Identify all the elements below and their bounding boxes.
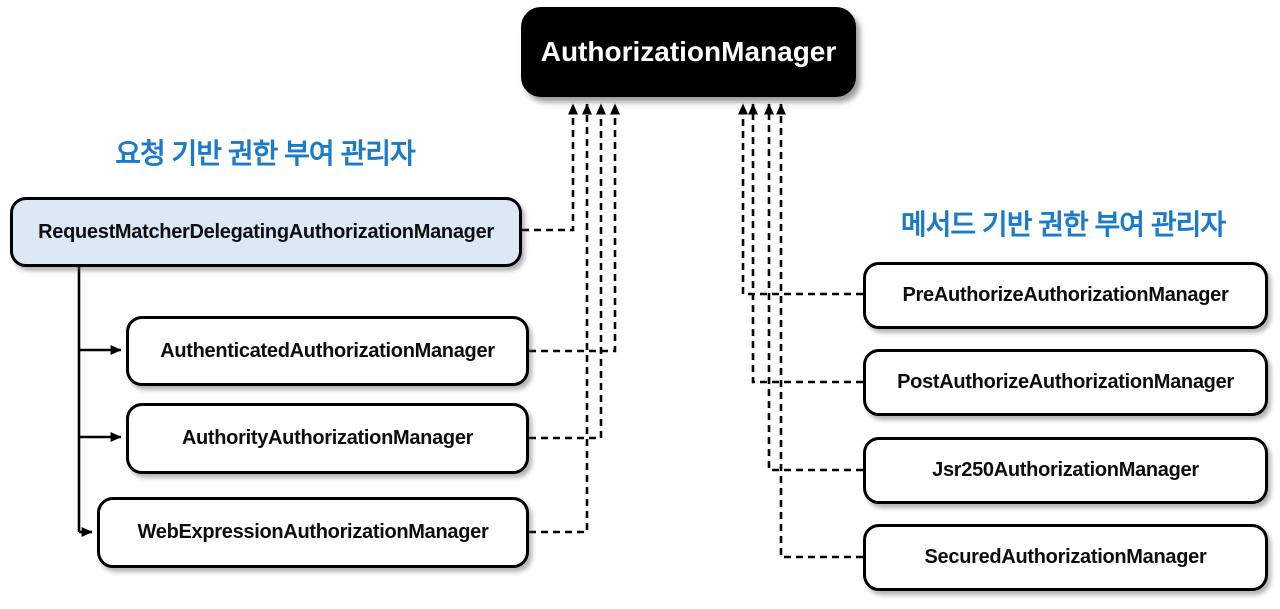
node-authorization-manager: AuthorizationManager (521, 7, 856, 97)
request-group-heading: 요청 기반 권한 부여 관리자 (115, 138, 415, 169)
dashed-link-jsr250-to-root (764, 103, 863, 472)
dashed-link-authority-to-root (529, 103, 606, 440)
node-pre-authorize-authorization-manager: PreAuthorizeAuthorizationManager (863, 262, 1268, 329)
node-web-expression-authorization-manager: WebExpressionAuthorizationManager (97, 497, 529, 568)
dashed-link-preauthorize-to-root (738, 103, 863, 296)
dashed-link-webexpression-to-root (529, 103, 592, 534)
dashed-link-secured-to-root (776, 103, 863, 559)
node-secured-authorization-manager: SecuredAuthorizationManager (863, 524, 1268, 591)
node-post-authorize-authorization-manager: PostAuthorizeAuthorizationManager (863, 349, 1268, 416)
dashed-link-requestmatcher-to-root (522, 103, 578, 232)
dashed-link-authenticated-to-root (529, 103, 620, 353)
node-authenticated-authorization-manager: AuthenticatedAuthorizationManager (126, 316, 529, 386)
method-group-heading: 메서드 기반 권한 부여 관리자 (900, 209, 1226, 240)
node-authority-authorization-manager: AuthorityAuthorizationManager (126, 403, 529, 474)
dashed-link-postauthorize-to-root (748, 103, 863, 384)
node-jsr250-authorization-manager: Jsr250AuthorizationManager (863, 437, 1268, 504)
node-request-matcher-delegating-authorization-manager: RequestMatcherDelegatingAuthorizationMan… (10, 197, 522, 267)
